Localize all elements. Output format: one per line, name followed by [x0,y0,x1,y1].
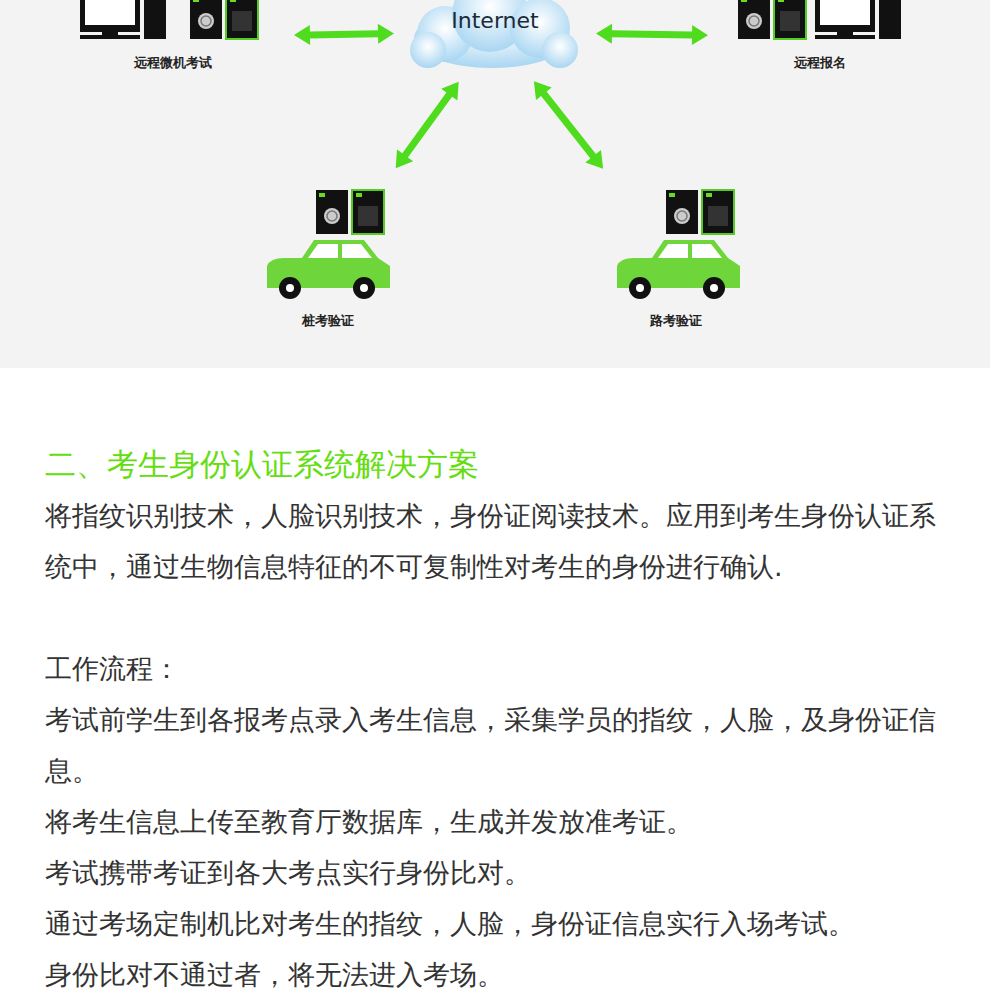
node-label: Internet [416,8,574,33]
station-node: 远程报名 [730,0,910,74]
body-text: 通过考场定制机比对考生的指纹，人脸，身份证信息实行入场考试。 [45,898,950,949]
section-heading: 二、考生身份认证系统解决方案 [45,440,950,488]
double-arrow [294,24,394,45]
node-layer: 远程微机考试 Internet 远程报名桩考验证 路考验证 [0,0,990,368]
body-text: 考试携带考证到各大考点实行身份比对。 [45,847,950,898]
node-label: 桩考验证 [258,312,398,330]
body-text: 将考生信息上传至教育厅数据库，生成并发放准考证。 [45,796,950,847]
body-text: 工作流程： [45,643,950,694]
internet-cloud [410,0,578,68]
body-text: 身份比对不通过者，将无法进入考场。 [45,949,950,1000]
double-arrow [396,82,459,168]
station-node: 远程微机考试 [74,0,272,74]
node-label: 远程微机考试 [74,54,272,72]
double-arrow [534,81,603,168]
cloud-node: Internet [416,0,574,64]
text-section: 二、考生身份认证系统解决方案将指纹识别技术，人脸识别技术，身份证阅读技术。应用到… [45,440,950,1000]
node-label: 远程报名 [730,54,910,72]
body-text: 将指纹识别技术，人脸识别技术，身份证阅读技术。应用到考生身份认证系统中，通过生物… [45,490,950,592]
body-text: 考试前学生到各报考点录入考生信息，采集学员的指纹，人脸，及身份证信息。 [45,694,950,796]
double-arrow [596,24,708,45]
station-node: 路考验证 [606,186,746,336]
station-node: 桩考验证 [258,186,398,336]
node-label: 路考验证 [606,312,746,330]
